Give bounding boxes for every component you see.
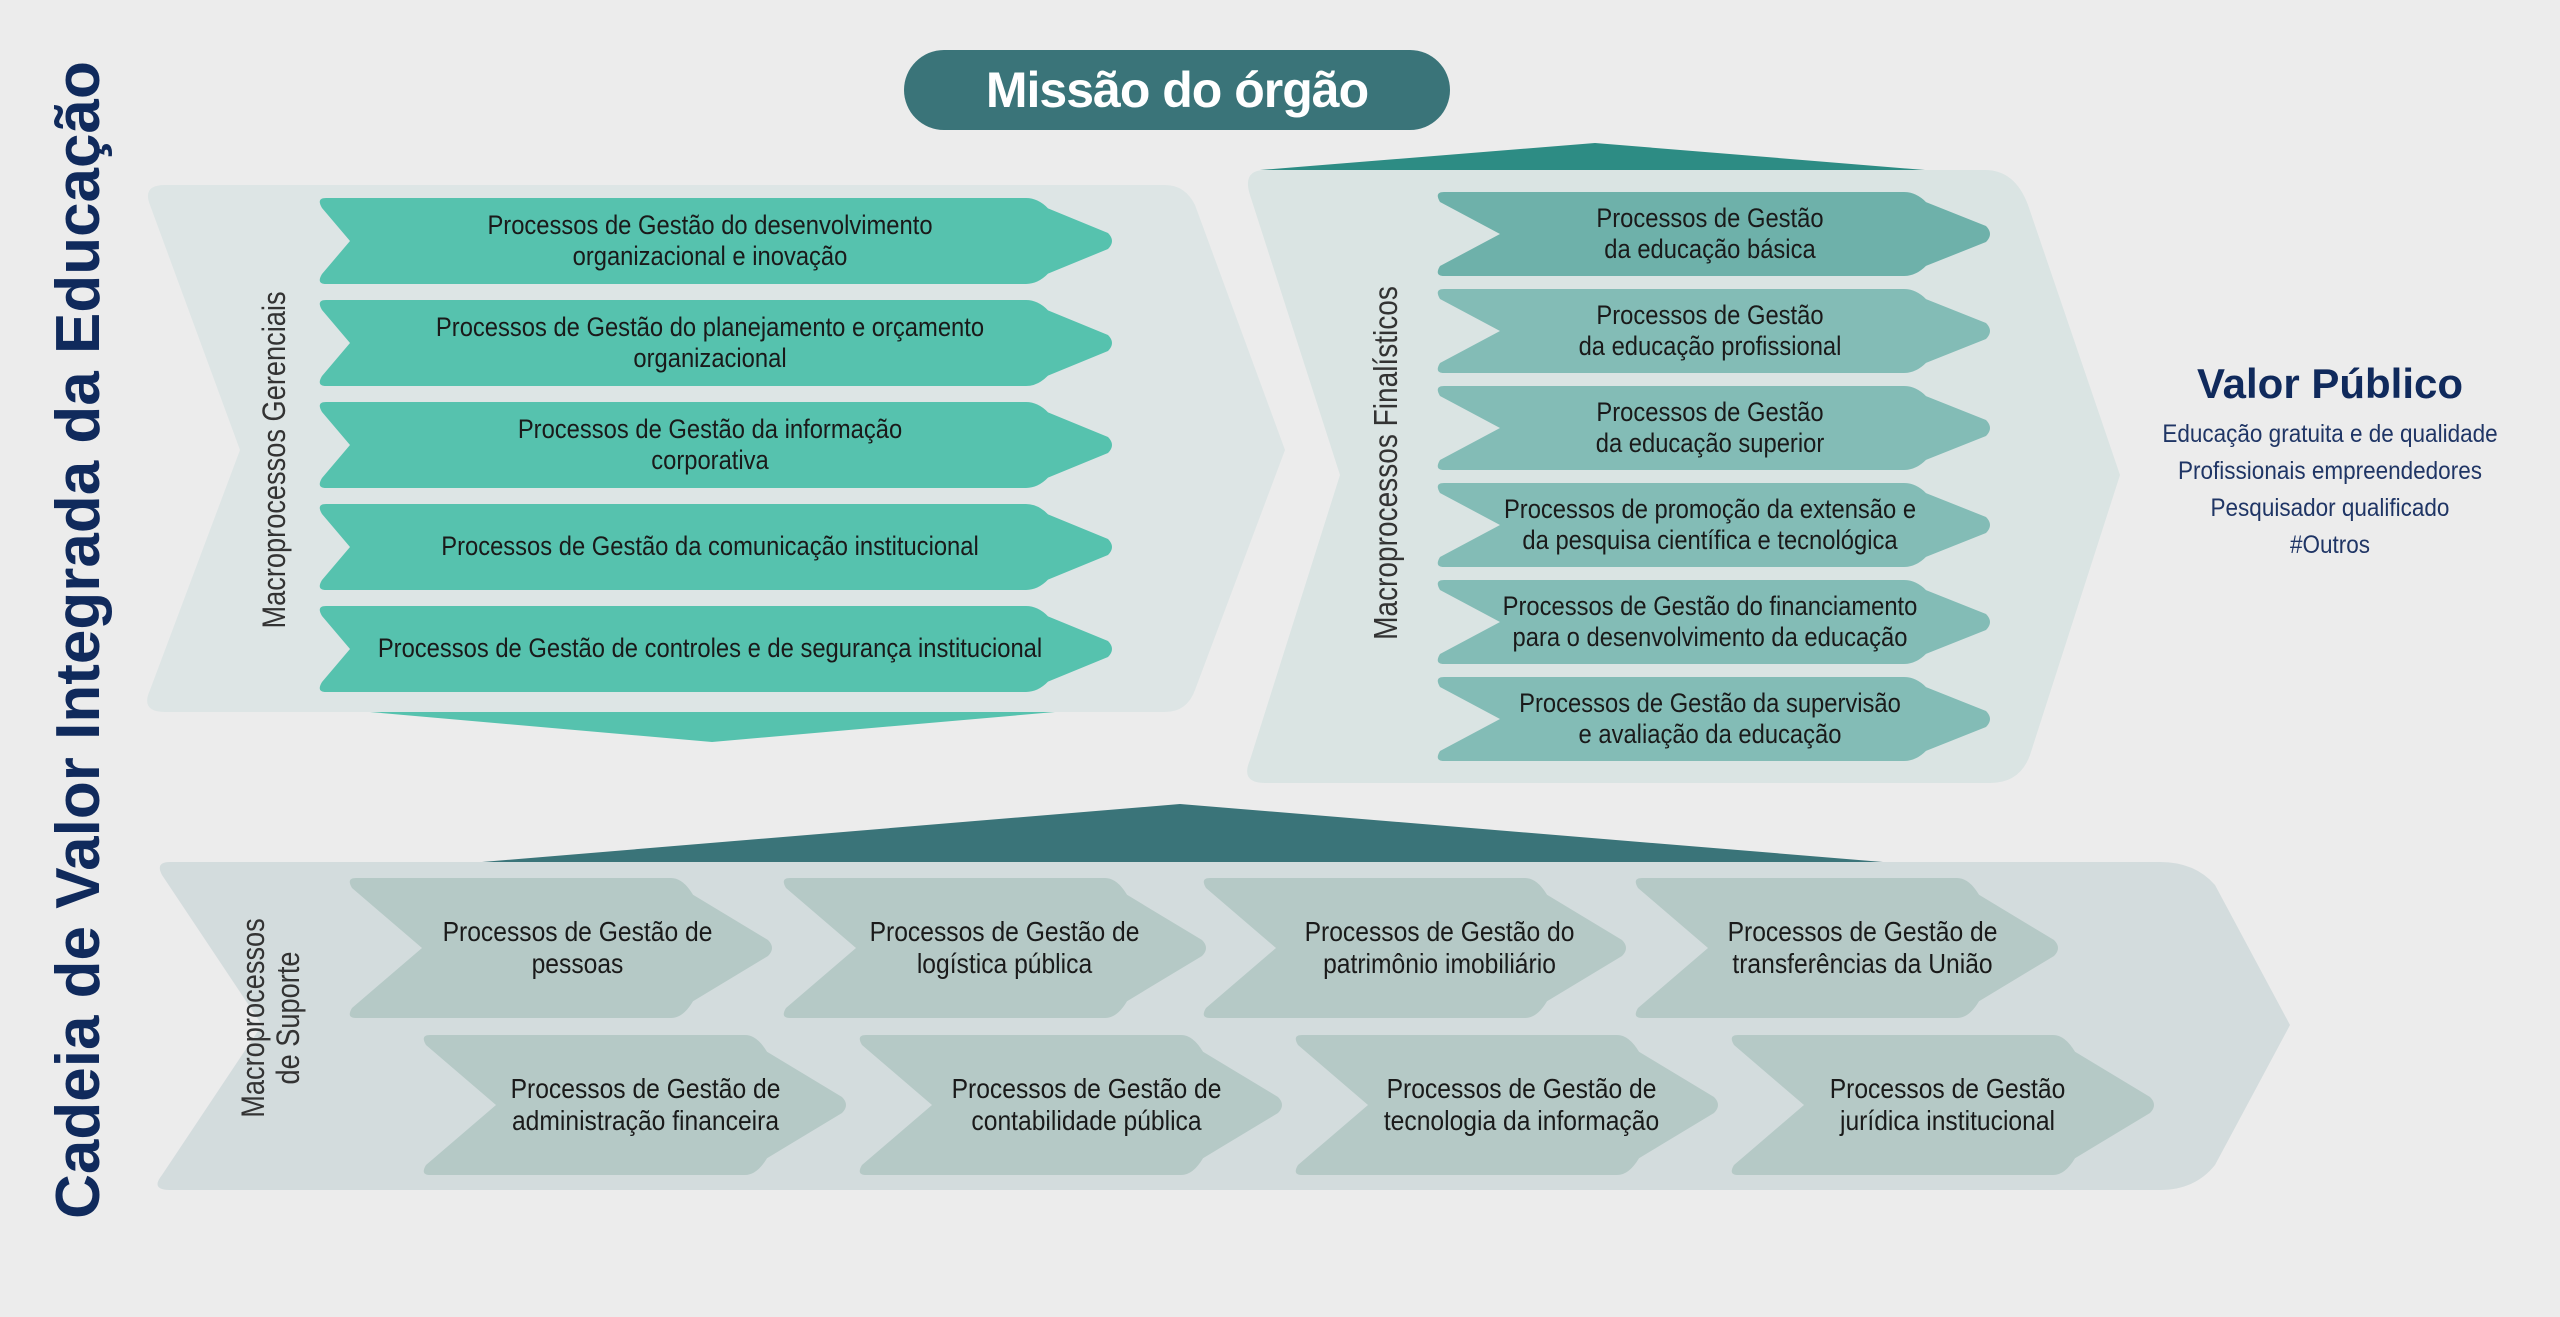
valor-publico-item: Educação gratuita e de qualidade <box>2162 420 2498 448</box>
suporte-row1-item-3-label: Processos de Gestão do patrimônio imobil… <box>1304 915 1575 979</box>
suporte-roof <box>470 804 1895 863</box>
finalisticos-chevron-4 <box>1437 483 1990 567</box>
finalisticos-item-3-label: Processos de Gestão da educação superior <box>1595 396 1825 458</box>
finalisticos-chevron-6 <box>1437 677 1990 761</box>
finalisticos-chevron-3 <box>1437 386 1990 470</box>
finalisticos-roof <box>1260 143 1925 170</box>
valor-publico-item: Pesquisador qualificado <box>2210 494 2450 522</box>
suporte-chevrons <box>349 878 2154 1175</box>
suporte-row1-chevron-1 <box>349 878 772 1018</box>
suporte-row2-item-3-label: Processos de Gestão de tecnologia da inf… <box>1383 1072 1660 1136</box>
gerenciais-chevron-4 <box>319 504 1112 590</box>
suporte-row2-item-4-label: Processos de Gestão jurídica institucion… <box>1829 1072 2066 1136</box>
gerenciais-item-3-label: Processos de Gestão da informação corpor… <box>517 413 903 475</box>
gerenciais-item-5-label: Processos de Gestão de controles e de se… <box>377 633 1043 664</box>
suporte-label: Macroprocessos de Suporte <box>235 918 307 1118</box>
gerenciais-item-2-label: Processos de Gestão do planejamento e or… <box>435 311 985 373</box>
finalisticos-item-1-label: Processos de Gestão da educação básica <box>1596 202 1824 264</box>
mission-pill: Missão do órgão <box>904 50 1450 130</box>
finalisticos-item-5-label: Processos de Gestão do financiamento par… <box>1502 590 1918 652</box>
suporte-row2-chevron-2 <box>859 1035 1282 1175</box>
gerenciais-item-1-label: Processos de Gestão do desenvolvimento o… <box>487 209 933 271</box>
suporte-row1-item-2-label: Processos de Gestão de logística pública <box>869 915 1140 979</box>
suporte-row1-item-1-label: Processos de Gestão de pessoas <box>442 915 713 979</box>
gerenciais-chevron-2 <box>319 300 1112 386</box>
gerenciais-chevron-3 <box>319 402 1112 488</box>
gerenciais-label: Macroprocessos Gerenciais <box>256 291 292 629</box>
suporte-row2-item-1-label: Processos de Gestão de administração fin… <box>510 1072 781 1136</box>
suporte-row2-item-2-label: Processos de Gestão de contabilidade púb… <box>951 1072 1222 1136</box>
valor-publico-item: Profissionais empreendedores <box>2178 457 2482 485</box>
valor-publico-item: #Outros <box>2289 531 2371 559</box>
suporte-row2-chevron-1 <box>423 1035 846 1175</box>
finalisticos-chevrons <box>1437 192 1990 761</box>
gerenciais-chevron-1 <box>319 198 1112 284</box>
main-title: Cadeia de Valor Integrada da Educação <box>43 61 113 1219</box>
finalisticos-chevron-2 <box>1437 289 1990 373</box>
finalisticos-item-6-label: Processos de Gestão da supervisão e aval… <box>1519 687 1901 749</box>
valor-publico-title: Valor Público <box>2196 360 2464 407</box>
suporte-row2-chevron-3 <box>1295 1035 1718 1175</box>
gerenciais-chevrons <box>319 198 1112 692</box>
suporte-row1-chevron-2 <box>783 878 1206 1018</box>
suporte-row2-chevron-4 <box>1731 1035 2154 1175</box>
finalisticos-label: Macroprocessos Finalísticos <box>1367 286 1404 640</box>
finalisticos-item-2-label: Processos de Gestão da educação profissi… <box>1578 299 1842 361</box>
gerenciais-chevron-5 <box>319 606 1112 692</box>
finalisticos-chevron-5 <box>1437 580 1990 664</box>
finalisticos-item-4-label: Processos de promoção da extensão e da p… <box>1503 493 1917 555</box>
suporte-row1-item-4-label: Processos de Gestão de transferências da… <box>1727 915 1998 979</box>
valor-publico: Valor Público Educação gratuita e de qua… <box>2130 360 2530 564</box>
suporte-row1-chevron-3 <box>1203 878 1626 1018</box>
suporte-row1-chevron-4 <box>1635 878 2058 1018</box>
gerenciais-item-4-label: Processos de Gestão da comunicação insti… <box>441 531 979 562</box>
gerenciais-base-triangle <box>370 712 1055 742</box>
finalisticos-chevron-1 <box>1437 192 1990 276</box>
